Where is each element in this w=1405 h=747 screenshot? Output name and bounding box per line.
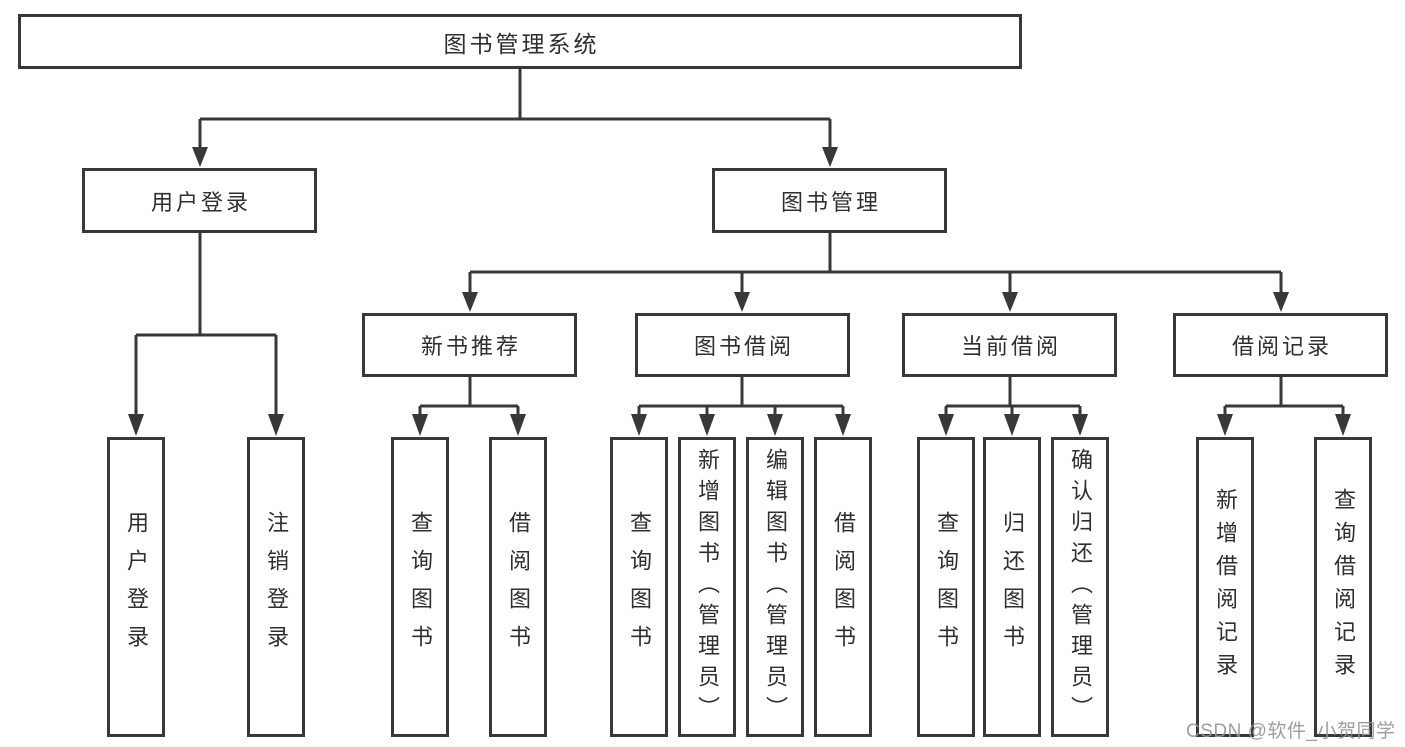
leaf-label: 查询图书 — [627, 511, 652, 663]
node-library-management-system: 图书管理系统 — [18, 14, 1022, 69]
leaf-query-books: 查询图书 — [917, 437, 975, 737]
node-book-management: 图书管理 — [712, 168, 947, 233]
leaf-logout: 注销登录 — [247, 437, 305, 737]
csdn-watermark: CSDN @软件_小贺同学 — [1186, 721, 1396, 742]
leaf-query-borrow-record: 查询借阅记录 — [1314, 437, 1372, 737]
node-label: 图书管理系统 — [443, 30, 600, 57]
leaf-borrow-books: 借阅图书 — [814, 437, 872, 737]
leaf-label: 新增借阅记录 — [1213, 488, 1238, 686]
leaf-label: 借阅图书 — [831, 511, 856, 663]
leaf-query-books: 查询图书 — [610, 437, 668, 737]
leaf-label: 查询图书 — [408, 511, 433, 663]
leaf-add-book-admin: 新增图书（管理员） — [678, 437, 736, 737]
leaf-add-borrow-record: 新增借阅记录 — [1196, 437, 1254, 737]
leaf-edit-book-admin: 编辑图书（管理员） — [746, 437, 804, 737]
leaf-return-books: 归还图书 — [983, 437, 1041, 737]
leaf-label: 查询图书 — [934, 511, 959, 663]
leaf-user-login: 用户登录 — [107, 437, 165, 737]
connector-paths — [134, 69, 1345, 418]
leaf-label: 查询借阅记录 — [1331, 488, 1356, 686]
node-label: 图书管理 — [780, 189, 881, 215]
node-label: 当前借阅 — [960, 334, 1061, 359]
leaf-label: 归还图书 — [1000, 511, 1025, 663]
node-new-book-recommendation: 新书推荐 — [362, 313, 577, 377]
leaf-label: 确认归还（管理员） — [1068, 447, 1093, 727]
leaf-confirm-return-admin: 确认归还（管理员） — [1051, 437, 1109, 737]
leaf-label: 借阅图书 — [506, 511, 531, 663]
node-user-login: 用户登录 — [82, 168, 317, 233]
node-label: 借阅记录 — [1231, 334, 1332, 359]
leaf-query-books: 查询图书 — [391, 437, 449, 737]
leaf-label: 用户登录 — [124, 511, 149, 663]
leaf-label: 编辑图书（管理员） — [763, 447, 788, 727]
node-label: 用户登录 — [150, 189, 251, 215]
node-label: 图书借阅 — [693, 334, 794, 359]
node-label: 新书推荐 — [420, 334, 521, 359]
leaf-borrow-books: 借阅图书 — [489, 437, 547, 737]
node-borrowing-records: 借阅记录 — [1173, 313, 1388, 377]
node-current-borrowing: 当前借阅 — [902, 313, 1117, 377]
node-book-borrowing: 图书借阅 — [635, 313, 850, 377]
leaf-label: 新增图书（管理员） — [695, 447, 720, 727]
leaf-label: 注销登录 — [264, 511, 289, 663]
